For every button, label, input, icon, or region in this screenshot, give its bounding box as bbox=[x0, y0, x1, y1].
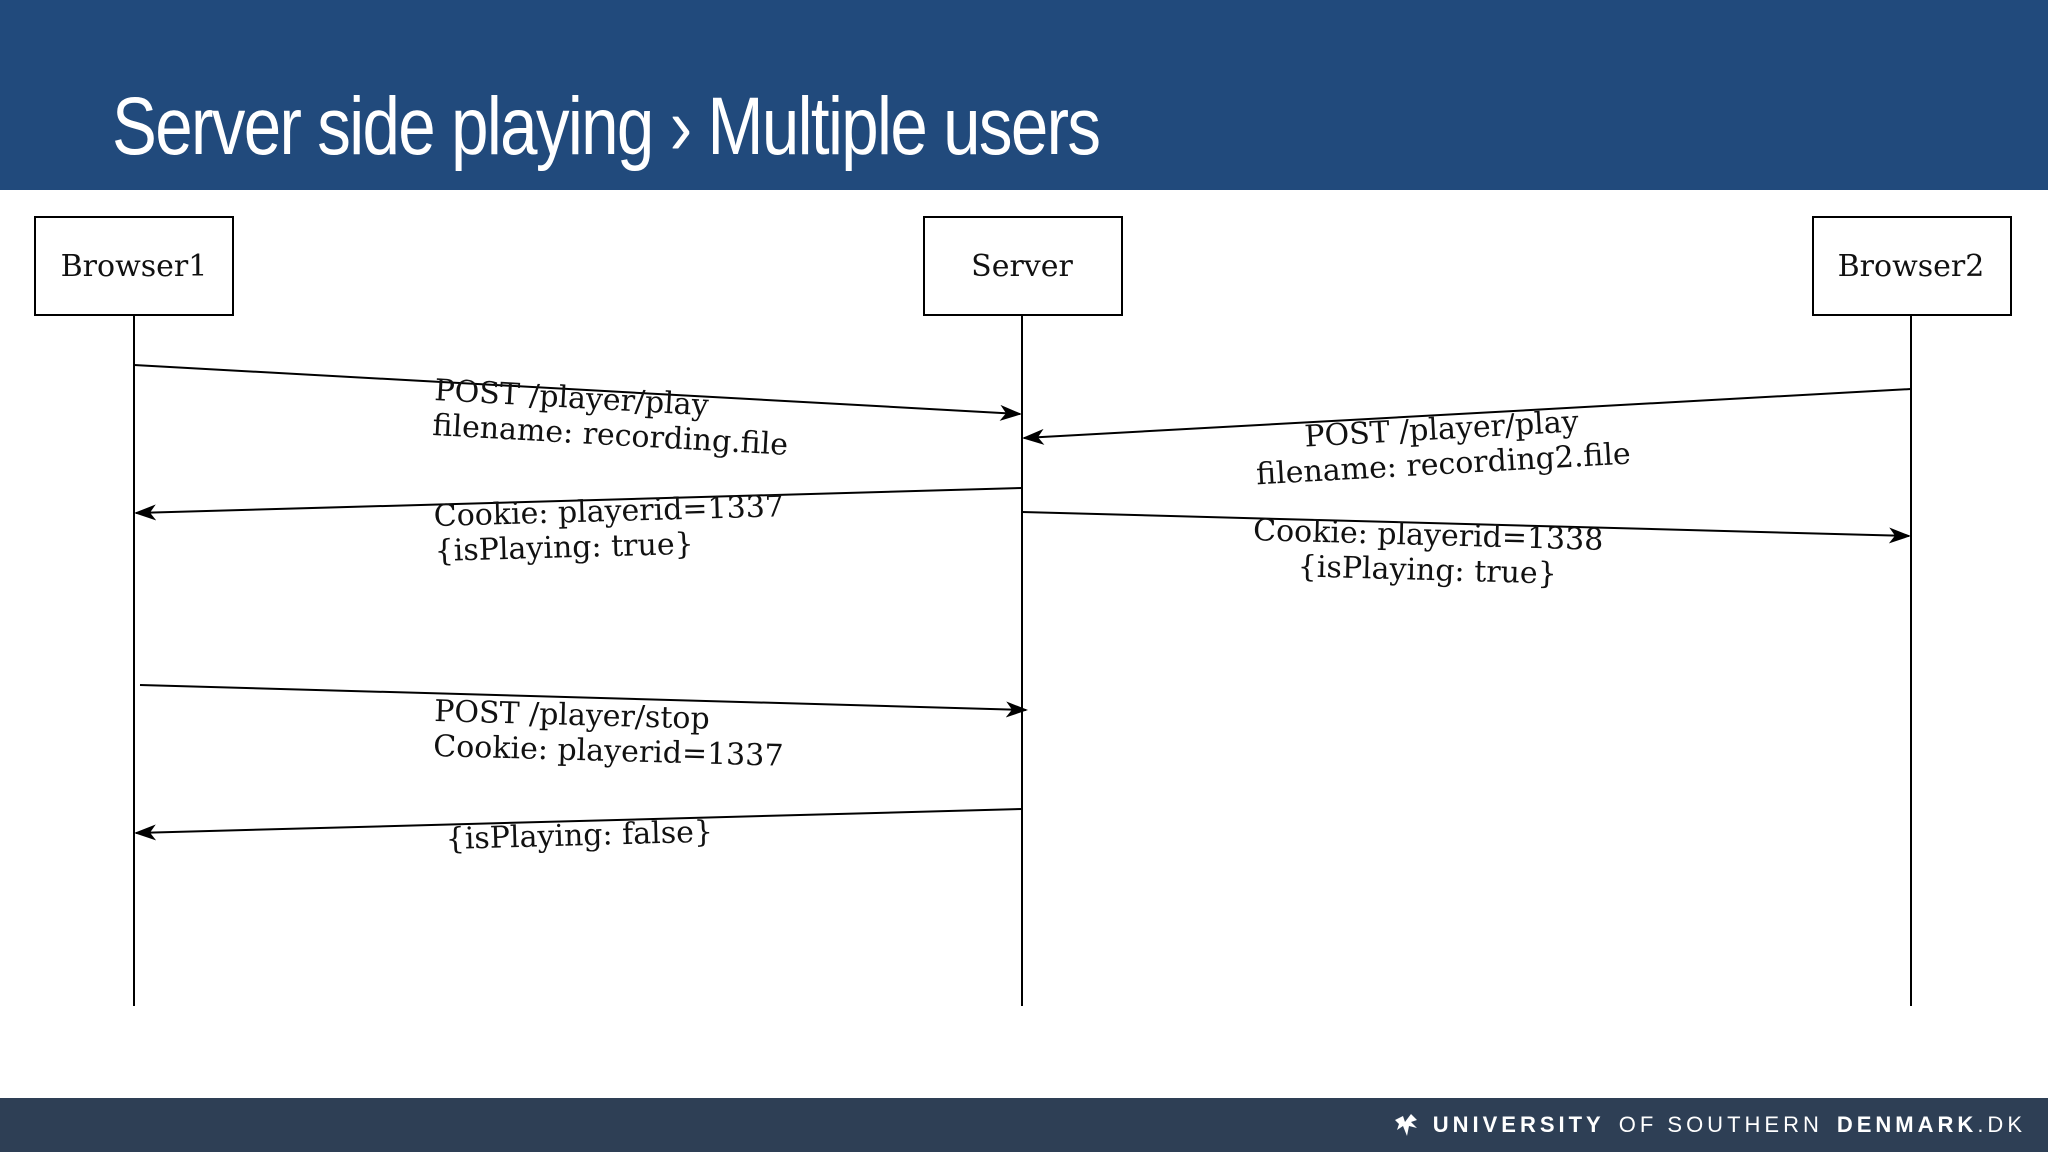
participant-server: Server bbox=[923, 216, 1123, 316]
logo-of-southern: OF SOUTHERN bbox=[1618, 1112, 1823, 1137]
logo-university: UNIVERSITY bbox=[1432, 1112, 1605, 1137]
slide-title: Server side playing › Multiple users bbox=[112, 81, 1101, 172]
sequence-diagram: Browser1 Server Browser2 POST /player/pl… bbox=[34, 216, 2012, 1006]
message-label: {isPlaying: false} bbox=[445, 815, 713, 857]
message-label: POST /player/stop bbox=[434, 694, 710, 737]
message-label: Cookie: playerid=1337 bbox=[433, 489, 784, 534]
message-arrow bbox=[134, 487, 1023, 521]
message-arrow bbox=[133, 364, 1022, 421]
participant-label: Browser2 bbox=[1838, 249, 1985, 284]
participant-label: Server bbox=[971, 249, 1073, 284]
message-arrow bbox=[134, 808, 1023, 841]
title-bar: Server side playing › Multiple users bbox=[0, 0, 2048, 190]
message-arrow bbox=[1022, 388, 1912, 445]
message-arrow bbox=[139, 684, 1028, 718]
message-label: {isPlaying: true} bbox=[434, 527, 694, 569]
logo-dk: .DK bbox=[1977, 1112, 2026, 1137]
logo-denmark: DENMARK bbox=[1836, 1112, 1978, 1137]
message-label: Cookie: playerid=1337 bbox=[433, 729, 784, 774]
participant-browser2: Browser2 bbox=[1812, 216, 2012, 316]
participant-browser1: Browser1 bbox=[34, 216, 234, 316]
footer-bar: UNIVERSITY OF SOUTHERN DENMARK .DK bbox=[0, 1098, 2048, 1152]
participant-label: Browser1 bbox=[61, 249, 208, 284]
message-arrow bbox=[1021, 511, 1911, 544]
message-label: {isPlaying: true} bbox=[1297, 549, 1557, 591]
bird-logo-icon bbox=[1394, 1114, 1417, 1136]
university-logo: UNIVERSITY OF SOUTHERN DENMARK .DK bbox=[1391, 1110, 2026, 1140]
